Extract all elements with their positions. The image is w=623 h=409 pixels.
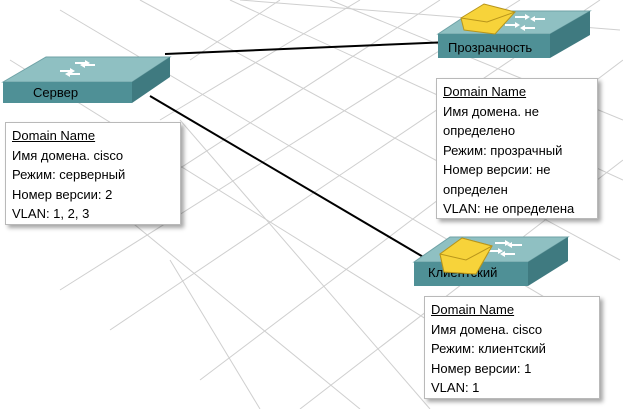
mode-value: Режим: клиентский (431, 341, 546, 356)
mode-value: Режим: серверный (12, 167, 126, 182)
network-links (149, 41, 451, 259)
revision-value: Номер версии: не определен (443, 162, 551, 197)
domain-name-value: Имя домена. cisco (431, 321, 543, 337)
envelope-icon (460, 3, 516, 35)
client-info-box: Domain Name Имя домена. cisco Режим: кли… (424, 296, 600, 399)
link-server-client (149, 95, 426, 259)
domain-name-heading: Domain Name (443, 84, 527, 99)
revision-value: Номер версии: 2 (12, 186, 113, 202)
transparent-label: Прозрачность (448, 40, 533, 55)
link-server-transparent (164, 41, 451, 55)
vlan-value: VLAN: не определена (443, 201, 575, 216)
switch-icon[interactable] (1, 56, 172, 103)
domain-name-heading: Domain Name (431, 302, 515, 317)
revision-value: Номер версии: 1 (431, 360, 532, 376)
mode-value: Режим: прозрачный (443, 142, 563, 158)
server-info-box: Domain Name Имя домена. cisco Режим: сер… (5, 122, 181, 225)
domain-name-value: Имя домена. cisco (12, 147, 124, 163)
domain-name-value: Имя домена. не определено (443, 103, 539, 139)
envelope-icon (439, 237, 493, 275)
server-label: Сервер (33, 85, 79, 100)
domain-name-heading: Domain Name (12, 128, 96, 143)
vlan-value: VLAN: 1, 2, 3 (12, 206, 90, 221)
transparent-info-box: Domain Name Имя домена. не определено Ре… (436, 78, 598, 219)
switch-icon[interactable] (412, 236, 570, 286)
vlan-value: VLAN: 1 (431, 380, 480, 395)
